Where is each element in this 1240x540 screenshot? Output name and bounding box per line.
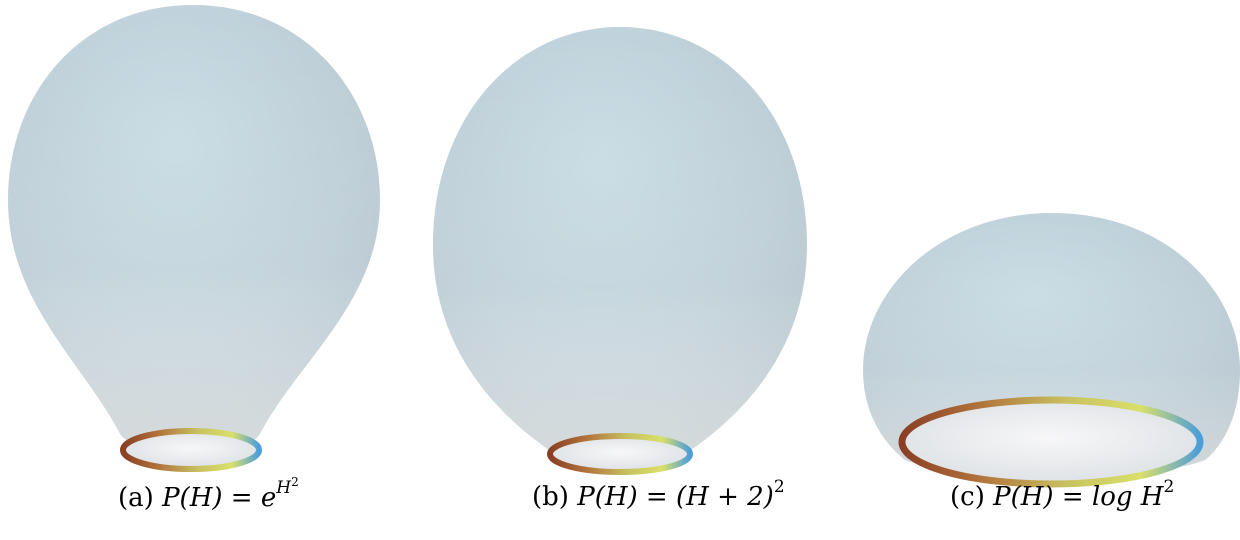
caption-c-label: (c) [950,482,985,512]
caption-a-exp-base: H [276,478,292,498]
caption-a: (a) P(H) = eH2 [118,476,299,513]
caption-b-exp: 2 [773,477,785,497]
caption-c-lhs: P(H) = [993,482,1092,512]
membrane-c [863,213,1240,488]
membrane-c-ring [898,396,1204,488]
caption-b-label: (b) [532,482,569,512]
membrane-a-ring [120,428,262,472]
caption-b: (b) P(H) = (H + 2)2 [532,479,785,513]
caption-c-base: log H [1091,482,1164,512]
membrane-a [8,5,380,472]
membrane-b-ring [547,433,693,475]
caption-a-exp-exp: 2 [291,475,299,489]
caption-a-lhs: P(H) = [162,483,261,513]
membrane-b [433,27,807,475]
caption-a-label: (a) [118,483,154,513]
caption-b-base: (H + 2) [675,482,774,512]
caption-c: (c) P(H) = log H2 [950,479,1174,513]
membrane-c-base-disk [904,402,1198,482]
membrane-b-base-disk [552,438,688,470]
caption-a-base: e [260,483,277,513]
caption-b-lhs: P(H) = [577,482,676,512]
membrane-a-base-disk [125,433,257,467]
caption-c-exp: 2 [1163,477,1175,497]
